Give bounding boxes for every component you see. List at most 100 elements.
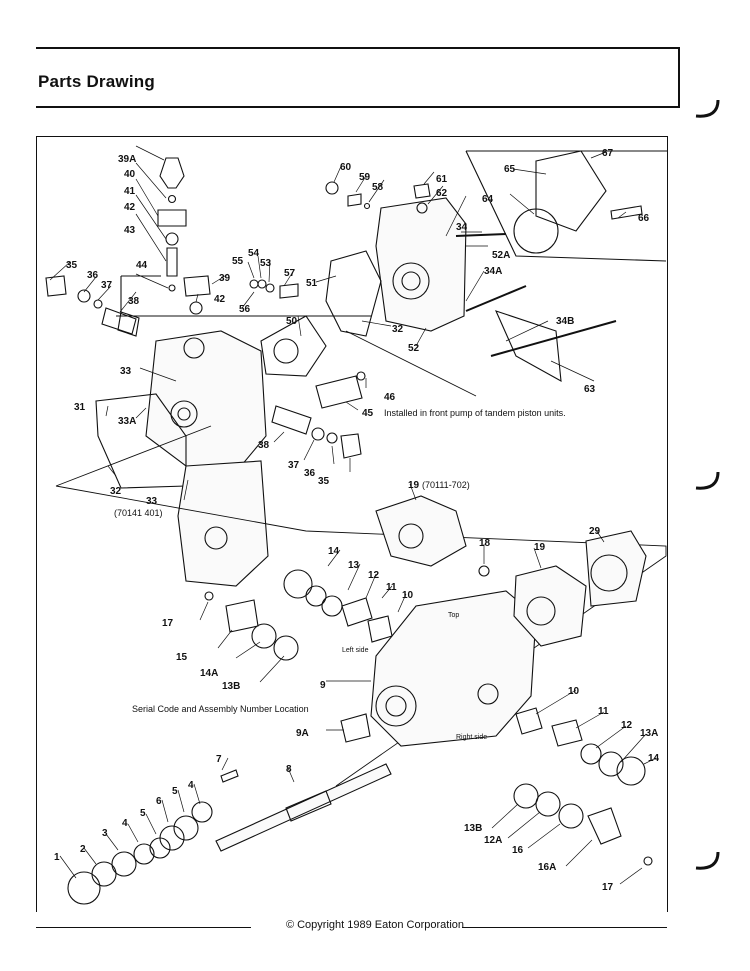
seal-16: [558, 803, 584, 829]
bolt-34a: [465, 285, 527, 312]
cap-39: [183, 275, 211, 297]
binder-hole-bottom: [695, 851, 720, 870]
shaft-8: [215, 763, 392, 852]
plug-61: [413, 183, 431, 199]
pump-housing-33: [145, 330, 267, 467]
fitting-38b: [271, 405, 312, 435]
part-label-59: 59: [359, 172, 371, 183]
part-label-13a: 13A: [640, 728, 658, 739]
part-label-11b: 11: [598, 706, 609, 717]
footer-rule-left: [36, 927, 251, 928]
leader-valve: [120, 275, 161, 314]
part-label-42: 42: [124, 202, 136, 213]
plate-16a: [587, 807, 622, 845]
plate-15: [225, 599, 259, 633]
fitting-59: [347, 193, 362, 207]
part-label-33a: 33A: [118, 416, 136, 427]
part-label-14: 14: [328, 546, 340, 557]
housing-19b: [513, 565, 587, 647]
swash-19a: [375, 495, 467, 567]
part-label-61: 61: [436, 174, 448, 185]
part-label-46: 46: [384, 392, 396, 403]
housing-bore-inner: [385, 695, 407, 717]
part-label-12b: 12: [621, 720, 633, 731]
port-boss: [183, 337, 205, 359]
main-housing-9: [370, 590, 537, 747]
part-label-7: 7: [216, 754, 222, 765]
part-label-38: 38: [128, 296, 140, 307]
ring-6: [159, 825, 185, 851]
part-label-4b: 4: [188, 780, 194, 791]
shaft-bore: [170, 400, 198, 428]
ring-1: [67, 871, 101, 905]
rear-bore: [392, 262, 430, 300]
parts-drawing: 39A 40 41 42 43 44 35 36 37 38 39 42 55 …: [45, 145, 668, 905]
bearing-10: [367, 615, 393, 643]
cover-65: [535, 150, 607, 232]
leader-lines: [49, 145, 657, 885]
copyright-text: © Copyright 1989 Eaton Corporation: [285, 919, 465, 931]
part-label-44: 44: [136, 260, 148, 271]
part-label-35b: 35: [318, 476, 330, 487]
part-label-50: 50: [286, 316, 298, 327]
rear-bore-inner: [401, 271, 421, 291]
part-label-66: 66: [638, 213, 650, 224]
part-label-34a: 34A: [484, 266, 502, 277]
ring-14b: [616, 756, 646, 786]
header-top-rule: [36, 47, 680, 49]
part-label-34: 34: [456, 222, 468, 233]
bearing-11b: [551, 719, 583, 747]
bolt-34: [455, 233, 507, 237]
part-label-19b: 19: [534, 542, 546, 553]
ring-13ab: [598, 751, 624, 777]
fitting-35b: [340, 433, 362, 459]
note-left-side: Left side: [342, 647, 369, 654]
part-label-62: 62: [436, 188, 448, 199]
part-label-12: 12: [368, 570, 380, 581]
part-label-51: 51: [306, 278, 318, 289]
part-label-52a: 52A: [492, 250, 510, 261]
gasket-51: [325, 250, 382, 337]
ring-36b: [326, 432, 338, 444]
plane-upper: [116, 315, 477, 397]
part-label-53: 53: [260, 258, 272, 269]
bearing-11: [341, 597, 373, 627]
note-installed: Installed in front pump of tandem piston…: [384, 408, 566, 418]
part-label-42b: 42: [214, 294, 226, 305]
part-label-10b: 10: [568, 686, 580, 697]
part-label-43: 43: [124, 225, 136, 236]
part-label-67: 67: [602, 148, 614, 159]
gear-hub: [273, 338, 299, 364]
part-label-55: 55: [232, 256, 244, 267]
bolt-17: [204, 591, 214, 601]
ring-46: [356, 371, 366, 381]
valve-39a: [159, 157, 185, 189]
seal-42: [189, 301, 203, 315]
housing-bore: [375, 685, 417, 727]
part-label-39a: 39A: [118, 154, 136, 165]
ring-4a: [133, 843, 155, 865]
spring-43: [166, 247, 178, 277]
part-label-34b: 34B: [556, 316, 574, 327]
ball-58: [363, 202, 371, 210]
part-label-5b: 5: [172, 786, 178, 797]
bolt-17b: [643, 856, 653, 866]
header-right-rule: [678, 47, 680, 108]
o-ring-42: [165, 232, 179, 246]
bore-inner: [177, 407, 191, 421]
part-label-65: 65: [504, 164, 516, 175]
note-top: Top: [448, 612, 459, 619]
ring-53: [265, 283, 275, 293]
part-label-37b: 37: [288, 460, 300, 471]
part-label-19: 19: [408, 480, 420, 491]
part-label-1: 1: [54, 852, 60, 863]
plate-63: [494, 310, 562, 382]
part-label-57: 57: [284, 268, 296, 279]
part-label-45: 45: [362, 408, 374, 419]
group-29: [585, 530, 647, 607]
part-label-60: 60: [340, 162, 352, 173]
part-label-37: 37: [101, 280, 113, 291]
part-label-4: 4: [122, 818, 128, 829]
ring-36: [77, 289, 91, 303]
part-label-58: 58: [372, 182, 384, 193]
